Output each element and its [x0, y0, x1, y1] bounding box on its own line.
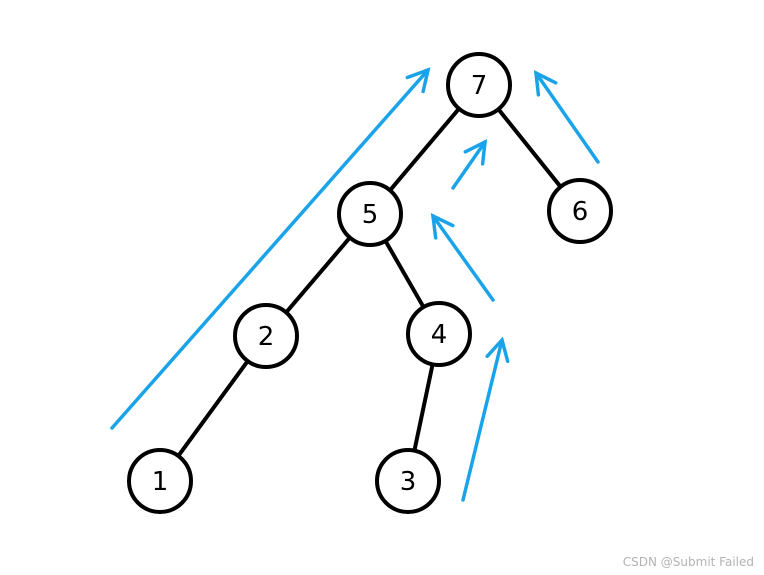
node-label: 5: [362, 200, 379, 230]
traversal-arrows: [110, 67, 600, 502]
edge-7-5: [388, 106, 461, 193]
node-7: 7: [446, 52, 512, 118]
node-label: 3: [400, 467, 417, 497]
edge-5-2: [284, 235, 352, 315]
node-label: 1: [152, 467, 169, 497]
node-3: 3: [375, 448, 441, 514]
node-label: 6: [572, 197, 589, 227]
node-1: 1: [127, 448, 193, 514]
node-label: 2: [258, 322, 275, 352]
node-circle: [547, 178, 613, 244]
arrow-4-to-5: [430, 213, 495, 302]
node-label: 4: [431, 320, 448, 350]
node-circle: [375, 448, 441, 514]
edge-5-4: [383, 238, 426, 310]
node-circle: [406, 301, 472, 367]
node-circle: [127, 448, 193, 514]
node-circle: [446, 52, 512, 118]
arrow-6-to-7: [533, 70, 600, 164]
node-4: 4: [406, 301, 472, 367]
arrow-1-to-7: [110, 67, 431, 430]
arrow-3-to-4: [461, 336, 510, 502]
watermark: CSDN @Submit Failed: [622, 555, 754, 569]
edge-4-3: [412, 362, 435, 453]
node-6: 6: [547, 178, 613, 244]
tree-edges: [176, 106, 563, 458]
node-5: 5: [337, 181, 403, 247]
node-label: 7: [471, 71, 488, 101]
edge-2-1: [176, 359, 250, 458]
node-2: 2: [233, 303, 299, 369]
node-circle: [337, 181, 403, 247]
tree-nodes: 7 5 6 2 4 1 3: [127, 52, 613, 514]
node-circle: [233, 303, 299, 369]
edge-7-6: [496, 107, 563, 189]
arrow-5-to-7: [451, 139, 488, 190]
